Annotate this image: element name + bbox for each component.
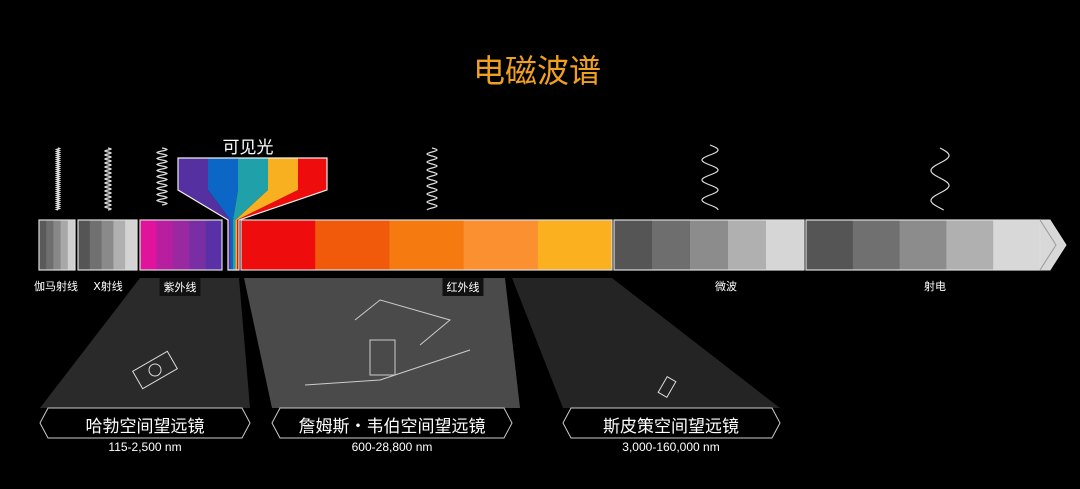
microwave-label: 微波 xyxy=(715,280,737,293)
hubble-icon xyxy=(131,350,179,390)
radio-segment xyxy=(806,220,854,270)
spitzer-icon xyxy=(657,376,677,398)
visible-color-band xyxy=(233,158,268,270)
uv-segment xyxy=(205,220,223,270)
radio-arrow-chevron xyxy=(1039,219,1057,271)
spitzer-label-box xyxy=(562,407,781,439)
uv-segment xyxy=(189,220,207,270)
ir-band xyxy=(240,219,613,271)
gamma-segment xyxy=(39,220,47,270)
jwst-beam xyxy=(244,278,520,408)
spitzer-beam xyxy=(512,278,780,408)
gamma-segment xyxy=(67,220,76,270)
gamma-segment xyxy=(60,220,69,270)
page-title: 电磁波谱 xyxy=(472,52,602,90)
spitzer-range: 3,000-160,000 nm xyxy=(622,440,720,454)
xray-segment xyxy=(101,220,114,270)
hubble-range: 115-2,500 nm xyxy=(108,440,182,454)
visible-funnel xyxy=(177,157,328,271)
radio-segment xyxy=(899,220,947,270)
jwst-icon xyxy=(304,299,471,386)
hubble-name: 哈勃空间望远镜 xyxy=(85,417,205,437)
microwave-segment xyxy=(614,220,653,270)
visible-color-band xyxy=(237,158,327,270)
jwst-name: 詹姆斯・韦伯空间望远镜 xyxy=(298,417,486,437)
microwave-segment xyxy=(728,220,767,270)
xray-segment xyxy=(89,220,103,270)
xray-band xyxy=(77,219,138,271)
visible-light-label: 可见光 xyxy=(222,138,274,158)
radio-label: 射电 xyxy=(924,280,946,293)
uv-label: 紫外线 xyxy=(159,278,201,296)
radio-arrow-icon xyxy=(1039,219,1067,271)
microwave-band xyxy=(613,219,805,271)
hubble-label-box xyxy=(39,407,251,439)
gamma-segment xyxy=(46,220,54,270)
xray-segment xyxy=(113,220,126,270)
visible-color-band xyxy=(178,158,231,270)
xray-segment xyxy=(78,220,91,270)
gamma-band xyxy=(38,219,76,271)
microwave-wave-icon xyxy=(701,144,719,211)
microwave-segment xyxy=(652,220,691,270)
uv-segment xyxy=(172,220,190,270)
xray-wave-icon xyxy=(103,147,113,211)
radio-segment xyxy=(852,220,901,270)
gamma-wave-icon xyxy=(54,147,62,211)
gamma-label: 伽马射线 xyxy=(34,280,78,293)
uv-segment xyxy=(156,220,174,270)
ir-segment xyxy=(537,220,613,270)
hubble-beam xyxy=(40,278,250,408)
xray-segment xyxy=(125,220,138,270)
ir-segment xyxy=(315,220,390,270)
xray-label: X射线 xyxy=(93,280,123,293)
radio-segment xyxy=(993,220,1041,270)
radio-segment xyxy=(946,220,994,270)
visible-color-band xyxy=(208,158,238,270)
gamma-segment xyxy=(53,220,62,270)
visible-color-band xyxy=(235,158,298,270)
ir-segment xyxy=(389,220,465,270)
ir-label: 红外线 xyxy=(442,278,484,296)
jwst-range: 600-28,800 nm xyxy=(351,440,433,454)
uv-wave-icon xyxy=(155,147,169,206)
radio-wave-icon xyxy=(930,147,950,211)
ir-wave-icon xyxy=(426,147,438,211)
jwst-label-box xyxy=(271,407,513,439)
spitzer-name: 斯皮策空间望远镜 xyxy=(603,417,739,437)
microwave-segment xyxy=(766,220,805,270)
ir-segment xyxy=(463,220,539,270)
uv-segment xyxy=(140,220,157,270)
uv-band xyxy=(139,219,223,271)
microwave-segment xyxy=(690,220,729,270)
ir-segment xyxy=(241,220,316,270)
